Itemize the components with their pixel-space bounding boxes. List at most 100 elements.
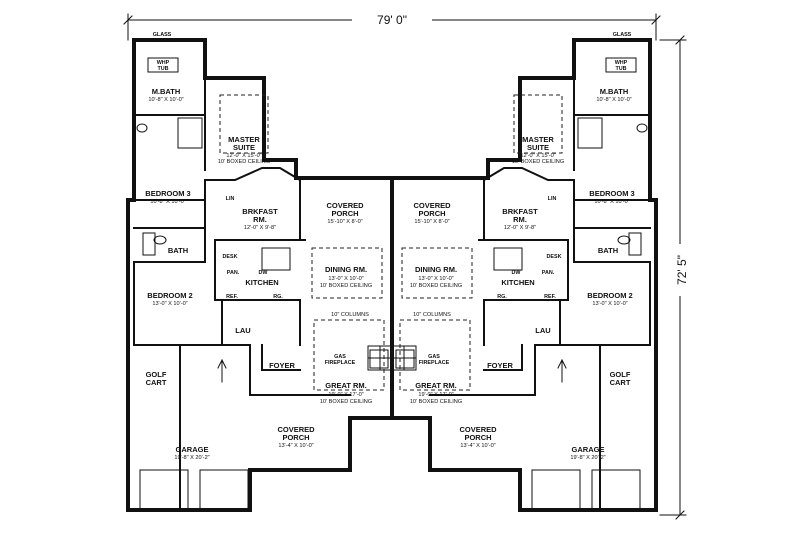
- left-bedroom2-dim: 13'-0" X 10'-0": [152, 301, 187, 307]
- left-brkfast-dim: 12'-0" X 9'-8": [244, 225, 276, 231]
- left-great-dim: 19'-0" X 17'-0": [328, 392, 363, 398]
- left-gas-fireplace: [369, 349, 389, 369]
- right-gas-fireplace: [395, 349, 415, 369]
- right-bedroom2-dim: 13'-0" X 10'-0": [592, 301, 627, 307]
- right-bath-toilet: [617, 235, 631, 245]
- right-brkfast-name-1: BRKFAST: [502, 207, 538, 216]
- left-front-porch-name-1: COVERED: [326, 201, 364, 210]
- right-great-boxed-ceiling: [399, 319, 471, 391]
- overall-depth-label: 72' 5": [675, 255, 689, 285]
- overall-depth-dimension: 72' 5": [659, 35, 690, 520]
- left-ref-label: REF.: [226, 294, 238, 300]
- right-dining-name: DINING RM.: [415, 265, 457, 274]
- left-garage-door-1: [139, 469, 189, 511]
- right-front-porch-name-2: PORCH: [418, 209, 445, 218]
- left-fireplace-label-1: GAS: [334, 354, 346, 360]
- right-columns-label: 10" COLUMNS: [413, 312, 451, 318]
- right-garage-door-1: [531, 469, 581, 511]
- right-master-note: 10' BOXED CEILING: [512, 159, 564, 165]
- right-bedroom3-name: BEDROOM 3: [589, 189, 634, 198]
- left-kitchen-island: [261, 247, 291, 271]
- right-glass-blocks-label-1: GLASS: [613, 32, 632, 38]
- left-golf-cart-label-1: GOLF: [146, 370, 167, 379]
- right-bath-label: BATH: [598, 246, 618, 255]
- right-dining-boxed-ceiling: [401, 247, 473, 299]
- right-rear-porch-name-1: COVERED: [459, 425, 497, 434]
- left-garage-name: GARAGE: [176, 445, 209, 454]
- right-brkfast-name-2: RM.: [513, 215, 527, 224]
- right-master-name-2: SUITE: [527, 143, 549, 152]
- right-kitchen-island: [493, 247, 523, 271]
- unit-right: GLASS BLOCKS WHP TUB M.BATH 10'-8" X 10'…: [390, 32, 658, 512]
- left-bath-toilet: [153, 235, 167, 245]
- left-garage-arrow: [217, 358, 227, 383]
- overall-width-label: 79' 0": [377, 13, 407, 27]
- right-brkfast-dim: 12'-0" X 9'-8": [504, 225, 536, 231]
- left-dw-label: DW: [259, 270, 269, 276]
- right-toilet: [636, 123, 648, 133]
- left-garage-door-2: [199, 469, 249, 511]
- right-rear-porch-name-2: PORCH: [464, 433, 491, 442]
- left-master-note: 10' BOXED CEILING: [218, 159, 270, 165]
- right-foyer-label: FOYER: [487, 361, 513, 370]
- right-garage-name: GARAGE: [572, 445, 605, 454]
- right-dining-dim: 13'-0" X 10'-0": [418, 276, 453, 282]
- left-master-name-2: SUITE: [233, 143, 255, 152]
- right-rear-porch-dim: 13'-4" X 10'-0": [460, 443, 495, 449]
- left-mbath-dim: 10'-8" X 10'-0": [148, 97, 183, 103]
- left-dining-note: 10' BOXED CEILING: [320, 283, 372, 289]
- left-bath-label: BATH: [168, 246, 188, 255]
- right-mbath-dim: 10'-8" X 10'-0": [596, 97, 631, 103]
- right-pan-label: PAN.: [542, 270, 555, 276]
- left-whp-label-1: WHP: [157, 60, 170, 66]
- left-lin-label: LIN: [226, 196, 235, 202]
- overall-width-dimension: 79' 0": [123, 12, 661, 41]
- left-rg-label: RG.: [273, 294, 283, 300]
- right-fireplace-label-1: GAS: [428, 354, 440, 360]
- unit-left: GLASS BLOCKS WHP TUB M.BATH 10'-8" X 10'…: [126, 32, 394, 512]
- right-glass-blocks-label-2: BLOCKS: [611, 38, 634, 44]
- right-rg-label: RG.: [497, 294, 507, 300]
- right-mbath-name: M.BATH: [600, 87, 629, 96]
- left-front-porch-name-2: PORCH: [331, 209, 358, 218]
- right-ref-label: REF.: [544, 294, 556, 300]
- right-kitchen-label: KITCHEN: [501, 278, 534, 287]
- left-master-name-1: MASTER: [228, 135, 260, 144]
- left-great-boxed-ceiling: [313, 319, 385, 391]
- left-brkfast-name-1: BRKFAST: [242, 207, 278, 216]
- left-shower: [177, 117, 203, 149]
- right-whirlpool-tub: [605, 57, 637, 73]
- right-great-note: 10' BOXED CEILING: [410, 399, 462, 405]
- left-garage-dim: 19'-8" X 20'-2": [174, 455, 209, 461]
- left-dining-boxed-ceiling: [311, 247, 383, 299]
- left-foyer-label: FOYER: [269, 361, 295, 370]
- right-whp-label-2: TUB: [615, 66, 626, 72]
- left-rear-porch-name-1: COVERED: [277, 425, 315, 434]
- right-garage-door-2: [591, 469, 641, 511]
- left-master-boxed-ceiling: [219, 94, 269, 154]
- left-dining-dim: 13'-0" X 10'-0": [328, 276, 363, 282]
- right-bedroom3-dim: 10'-8" X 10'-0": [594, 199, 629, 205]
- left-great-note: 10' BOXED CEILING: [320, 399, 372, 405]
- right-great-dim: 19'-0" X 17'-0": [418, 392, 453, 398]
- right-shower: [577, 117, 603, 149]
- left-fireplace-label-2: FIREPLACE: [325, 360, 356, 366]
- right-desk-label: DESK: [547, 254, 562, 260]
- right-fireplace-label-2: FIREPLACE: [419, 360, 450, 366]
- shared-fireplace-hearth: [367, 345, 417, 371]
- right-master-boxed-ceiling: [513, 94, 563, 154]
- right-front-porch-dim: 15'-10" X 8'-0": [414, 219, 449, 225]
- right-master-name-1: MASTER: [522, 135, 554, 144]
- left-desk-label: DESK: [223, 254, 238, 260]
- left-rear-porch-name-2: PORCH: [282, 433, 309, 442]
- right-bedroom2-name: BEDROOM 2: [587, 291, 632, 300]
- left-kitchen-label: KITCHEN: [245, 278, 278, 287]
- right-golf-cart-label-2: CART: [610, 378, 631, 387]
- left-lau-label: LAU: [235, 326, 250, 335]
- left-pan-label: PAN.: [227, 270, 240, 276]
- right-whp-label-1: WHP: [615, 60, 628, 66]
- right-dining-note: 10' BOXED CEILING: [410, 283, 462, 289]
- left-rear-porch-dim: 13'-4" X 10'-0": [278, 443, 313, 449]
- right-dw-label: DW: [512, 270, 522, 276]
